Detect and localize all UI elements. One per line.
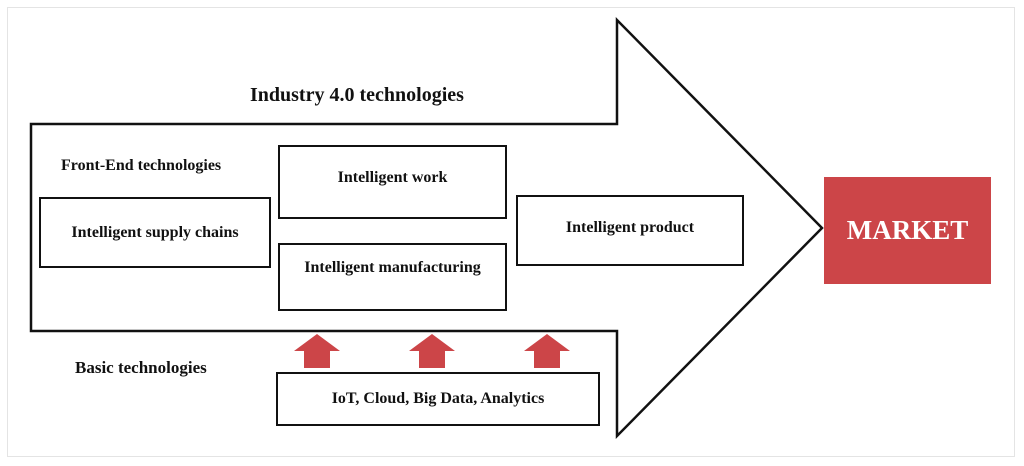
basic-label: Basic technologies (75, 358, 207, 377)
big-arrow-outline (29, 16, 824, 440)
box-intelligent-work: Intelligent work (278, 145, 507, 219)
box-intelligent-supply-chains: Intelligent supply chains (39, 197, 271, 268)
up-arrow-icon (524, 334, 570, 368)
figure-frame (7, 7, 1015, 457)
diagram-title: Industry 4.0 technologies (250, 84, 464, 106)
box-basic-technologies: IoT, Cloud, Big Data, Analytics (276, 372, 600, 426)
up-arrow-icon (294, 334, 340, 368)
front-end-label: Front-End technologies (61, 157, 222, 174)
box-intelligent-manufacturing: Intelligent manufacturing (278, 243, 507, 311)
box-intelligent-product: Intelligent product (516, 195, 744, 266)
market-box: MARKET (824, 177, 991, 284)
up-arrow-icon (409, 334, 455, 368)
